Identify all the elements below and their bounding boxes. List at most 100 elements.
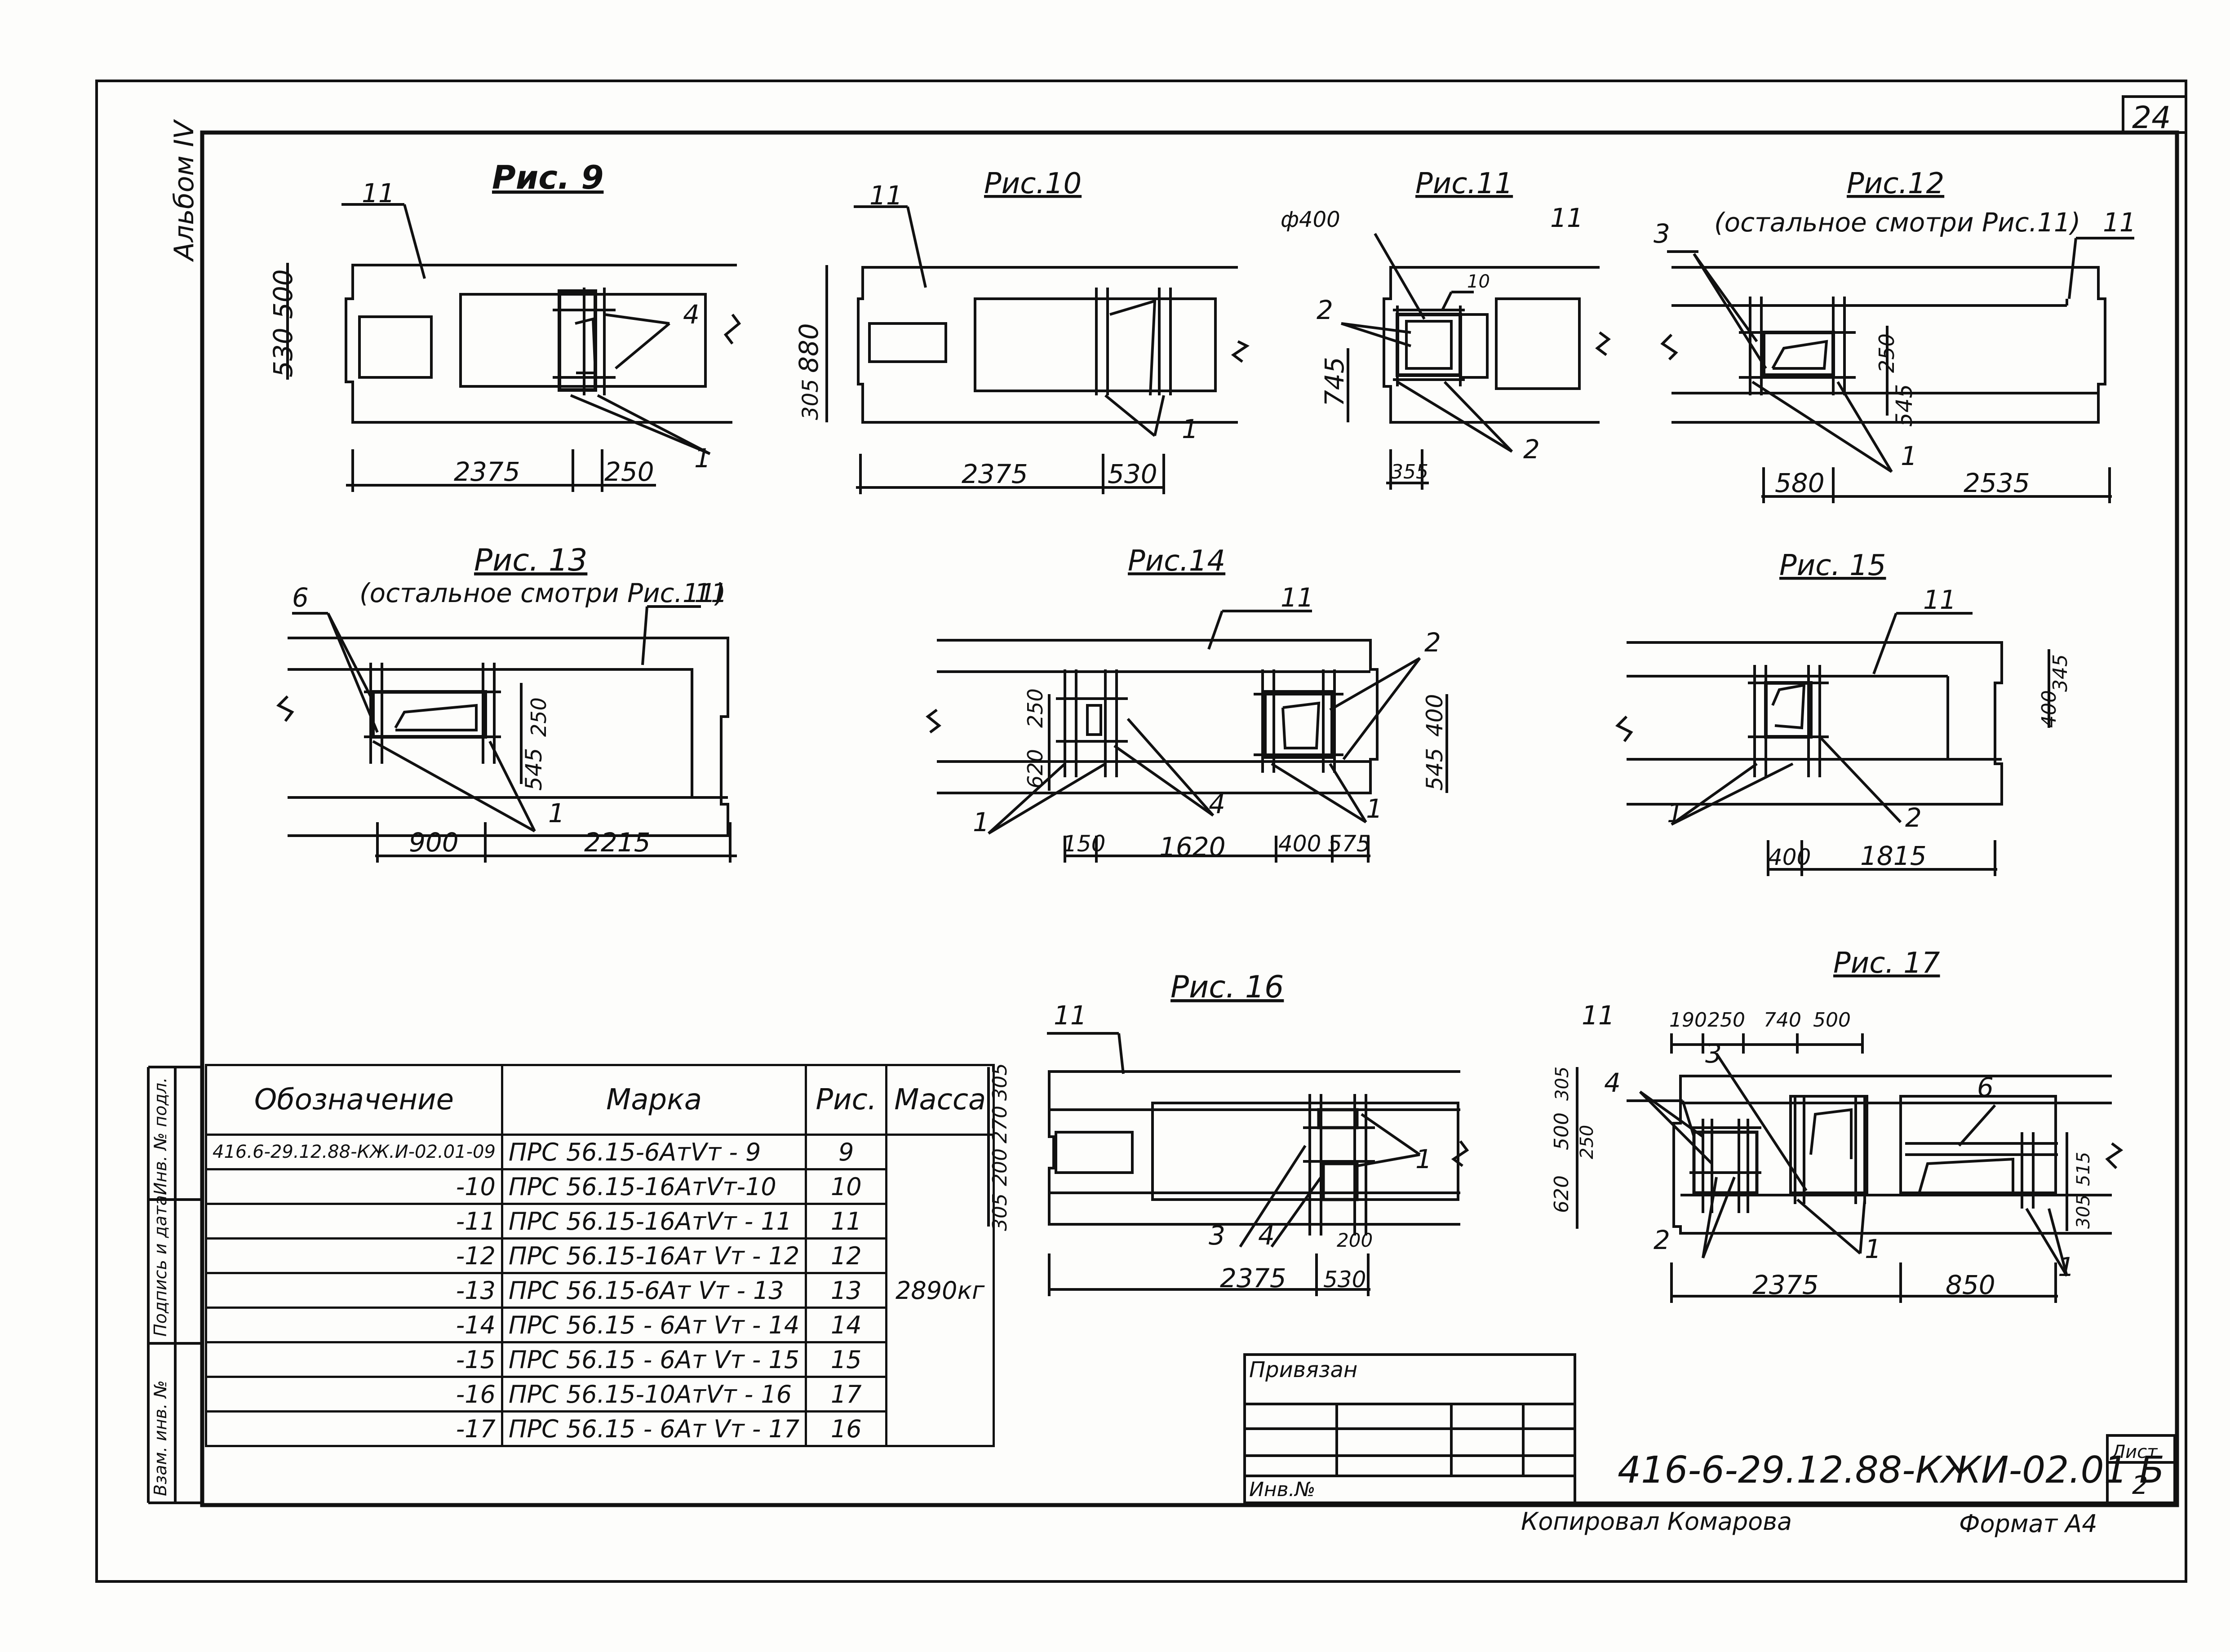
fig17-dim-250b: 250 xyxy=(1577,1125,1597,1159)
fig12-dim-545: 545 xyxy=(1891,384,1917,427)
fig10-drawing xyxy=(827,207,1247,494)
row-designation: -13 xyxy=(206,1273,502,1308)
table-row: -10 ПРС 56.15-16АтⅤт-10 10 xyxy=(206,1169,994,1204)
fig16-dim-2375: 2375 xyxy=(1220,1263,1286,1293)
fig14-dim-575: 575 xyxy=(1328,831,1370,857)
fig11-dim-355: 355 xyxy=(1391,461,1428,483)
row-fig: 14 xyxy=(806,1308,887,1342)
fig10-dim-530: 530 xyxy=(1108,459,1157,489)
fig13-title: Рис. 13 xyxy=(474,543,587,578)
row-fig: 11 xyxy=(806,1204,887,1239)
fig14-dim-545: 545 xyxy=(1422,748,1448,791)
header-mark: Марка xyxy=(502,1065,806,1135)
fig12-label-11: 11 xyxy=(2103,207,2136,238)
fig12-dim-250: 250 xyxy=(1875,333,1899,373)
fig11-label-10: 10 xyxy=(1467,271,1490,292)
side-stamp-2: Подпись и дата xyxy=(151,1195,170,1337)
row-designation: -12 xyxy=(206,1239,502,1273)
header-mass: Масса xyxy=(887,1065,994,1135)
row-fig: 17 xyxy=(806,1377,887,1412)
inv-no-label: Инв.№ xyxy=(1249,1478,1315,1501)
fig9-title: Рис. 9 xyxy=(492,159,603,196)
row-fig: 15 xyxy=(806,1342,887,1377)
fig12-label-1: 1 xyxy=(1901,441,1917,471)
fig17-dim-305a: 305 xyxy=(1552,1067,1573,1101)
row-fig: 9 xyxy=(806,1135,887,1169)
fig12-subtitle: (остальное смотри Рис.11) xyxy=(1714,207,2080,238)
row-designation: -15 xyxy=(206,1342,502,1377)
fig10-label-1: 1 xyxy=(1182,414,1198,444)
fig15-dim-1815: 1815 xyxy=(1860,841,1927,871)
header-designation: Обозначение xyxy=(206,1065,502,1135)
fig17-label-6: 6 xyxy=(1977,1072,1994,1103)
fig17-dim-515: 515 xyxy=(2073,1152,2094,1186)
fig17-title: Рис. 17 xyxy=(1833,947,1940,980)
fig14-title: Рис.14 xyxy=(1128,545,1225,578)
sheet-value: 2 xyxy=(2132,1471,2148,1500)
drawing-code: 416-6-29.12.88-КЖИ-02.01 Б xyxy=(1618,1449,2164,1492)
row-designation: -11 xyxy=(206,1204,502,1239)
fig13-label-11: 11 xyxy=(694,578,727,608)
row-designation: -14 xyxy=(206,1308,502,1342)
fig14-dim-400a: 400 xyxy=(1422,694,1448,737)
fig13-dim-545: 545 xyxy=(521,748,547,791)
row-mark: ПРС 56.15 - 6Ат Ⅴт - 15 xyxy=(502,1342,806,1377)
fig14-label-4: 4 xyxy=(1209,789,1225,819)
fig14-dim-400b: 400 xyxy=(1278,831,1321,857)
row-mass: 2890кг xyxy=(887,1135,994,1446)
row-mark: ПРС 56.15-16АтⅤт-10 xyxy=(502,1169,806,1204)
fig9-label-4: 4 xyxy=(683,299,700,330)
fig17-dim-850: 850 xyxy=(1946,1270,1995,1300)
fig13-subtitle: (остальное смотри Рис.11) xyxy=(359,578,726,608)
fig17-label-11: 11 xyxy=(1582,1000,1615,1031)
fig15-drawing xyxy=(1618,613,2049,876)
fig11-label-11: 11 xyxy=(1550,203,1583,233)
fig17-dim-2375: 2375 xyxy=(1752,1270,1819,1300)
fig13-dim-2215: 2215 xyxy=(584,827,651,858)
fig14-label-1a: 1 xyxy=(973,807,989,837)
fig17-label-4: 4 xyxy=(1604,1067,1621,1098)
row-mark: ПРС 56.15-10АтⅤт - 16 xyxy=(502,1377,806,1412)
fig13-dim-900: 900 xyxy=(409,827,459,858)
fig9-dim-500: 500 xyxy=(268,269,298,319)
fig12-label-3: 3 xyxy=(1654,218,1670,249)
fig13-label-1: 1 xyxy=(548,798,565,828)
fig15-label-11: 11 xyxy=(1923,585,1956,615)
row-designation: -16 xyxy=(206,1377,502,1412)
fig11-dim-745: 745 xyxy=(1319,357,1350,407)
fig15-title: Рис. 15 xyxy=(1779,549,1886,582)
fig16-dim-530: 530 xyxy=(1323,1267,1366,1293)
row-designation: 416.6-29.12.88-КЖ.И-02.01-09 xyxy=(206,1135,502,1169)
row-mark: ПРС 56.15-6Ат Ⅴт - 13 xyxy=(502,1273,806,1308)
fig9-label-11: 11 xyxy=(362,178,395,208)
fig12-dim-580: 580 xyxy=(1775,468,1825,498)
table-row: -16 ПРС 56.15-10АтⅤт - 16 17 xyxy=(206,1377,994,1412)
fig9-dim-2375: 2375 xyxy=(454,456,520,487)
fig15-label-2: 2 xyxy=(1905,802,1922,833)
fig14-dim-250: 250 xyxy=(1023,688,1047,728)
fig16-label-3: 3 xyxy=(1209,1220,1225,1251)
row-designation: -17 xyxy=(206,1412,502,1446)
fig11-label-2b: 2 xyxy=(1523,434,1540,465)
row-fig: 12 xyxy=(806,1239,887,1273)
row-mark: ПРС 56.15-16Ат Ⅴт - 12 xyxy=(502,1239,806,1273)
fig14-label-1b: 1 xyxy=(1366,793,1383,824)
row-mark: ПРС 56.15 - 6Ат Ⅴт - 14 xyxy=(502,1308,806,1342)
fig17-dim-500b: 500 xyxy=(1550,1112,1573,1150)
fig15-dim-400b: 400 xyxy=(1768,844,1811,870)
row-fig: 10 xyxy=(806,1169,887,1204)
table-row: -12 ПРС 56.15-16Ат Ⅴт - 12 12 xyxy=(206,1239,994,1273)
fig16-drawing xyxy=(989,1033,1467,1296)
fig17-dim-190: 190 xyxy=(1669,1009,1707,1032)
fig14-drawing xyxy=(928,611,1447,863)
fig12-dim-2535: 2535 xyxy=(1964,468,2030,498)
row-fig: 16 xyxy=(806,1412,887,1446)
fig14-dim-620: 620 xyxy=(1023,749,1047,788)
row-fig: 13 xyxy=(806,1273,887,1308)
fig17-label-3: 3 xyxy=(1705,1038,1722,1069)
sheet-label: Лист xyxy=(2111,1442,2158,1462)
fig16-dim-200b: 200 xyxy=(1337,1229,1373,1251)
row-mark: ПРС 56.15 - 6Ат Ⅴт - 17 xyxy=(502,1412,806,1446)
spec-table: Обозначение Марка Рис. Масса 416.6-29.12… xyxy=(205,1064,995,1447)
